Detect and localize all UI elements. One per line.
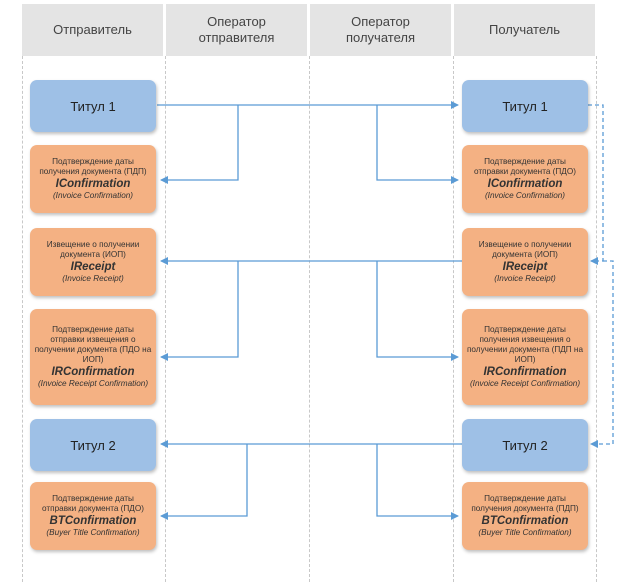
lane-header-label: Отправитель <box>53 22 132 37</box>
titul2-sender-box: Титул 2 <box>30 419 156 471</box>
lane-header-receiver-operator: Оператор получателя <box>310 4 451 56</box>
titul2-receiver-label: Титул 2 <box>502 437 548 453</box>
lane-header-label: Оператор отправителя <box>198 14 275 45</box>
lane-header-label: Оператор получателя <box>345 14 416 45</box>
flow-receiver-iop-to-titul2 <box>590 260 614 448</box>
lane-header-label: Получатель <box>488 22 561 37</box>
titul1-sender-box: Титул 1 <box>30 80 156 132</box>
lane-header-sender: Отправитель <box>22 4 163 56</box>
pdo-receiver-full: (Invoice Confirmation) <box>484 191 566 200</box>
flow-pdo-bt-to-sender <box>160 444 248 520</box>
flow-pdp-iop-to-receiver <box>376 261 459 361</box>
lane-divider <box>309 56 310 582</box>
pdp-iop-receiver-box: Подтверждение даты получения извещения о… <box>462 309 588 405</box>
pdp-bt-receiver-text: Подтверждение даты получения документа (… <box>471 494 579 513</box>
iop-receiver-full: (Invoice Receipt) <box>494 274 556 283</box>
lane-divider <box>453 56 454 582</box>
pdo-iop-sender-full: (Invoice Receipt Confirmation) <box>37 379 149 388</box>
pdo-iop-sender-box: Подтверждение даты отправки извещения о … <box>30 309 156 405</box>
lane-divider <box>596 56 597 582</box>
pdo-receiver-box: Подтверждение даты отправки документа (П… <box>462 145 588 213</box>
pdo-iop-sender-name: IRConfirmation <box>51 366 135 378</box>
lane-header-sender-operator: Оператор отправителя <box>166 4 307 56</box>
pdp-iop-receiver-text: Подтверждение даты получения извещения о… <box>466 325 584 364</box>
pdp-bt-receiver-full: (Buyer Title Confirmation) <box>478 528 572 537</box>
titul2-receiver-box: Титул 2 <box>462 419 588 471</box>
pdp-sender-name: IConfirmation <box>55 178 131 190</box>
titul1-receiver-label: Титул 1 <box>502 98 548 114</box>
iop-sender-box: Извещение о получении документа (ИОП) IR… <box>30 228 156 296</box>
pdo-receiver-name: IConfirmation <box>487 178 563 190</box>
pdo-bt-sender-box: Подтверждение даты отправки документа (П… <box>30 482 156 550</box>
pdp-sender-box: Подтверждение даты получения документа (… <box>30 145 156 213</box>
lane-header-receiver: Получатель <box>454 4 595 56</box>
iop-sender-full: (Invoice Receipt) <box>62 274 124 283</box>
lane-divider <box>165 56 166 582</box>
titul1-receiver-box: Титул 1 <box>462 80 588 132</box>
pdo-bt-sender-name: BTConfirmation <box>49 515 137 527</box>
pdo-bt-sender-full: (Buyer Title Confirmation) <box>46 528 140 537</box>
pdo-iop-sender-text: Подтверждение даты отправки извещения о … <box>34 325 152 364</box>
iop-receiver-box: Извещение о получении документа (ИОП) IR… <box>462 228 588 296</box>
iop-receiver-name: IReceipt <box>502 261 548 273</box>
flow-pdo-iop-to-sender <box>160 261 239 361</box>
iop-sender-name: IReceipt <box>70 261 116 273</box>
pdp-sender-full: (Invoice Confirmation) <box>52 191 134 200</box>
flow-pdp-bt-to-receiver <box>376 444 459 520</box>
titul2-sender-label: Титул 2 <box>70 437 116 453</box>
lane-divider <box>22 56 23 582</box>
pdo-bt-sender-text: Подтверждение даты отправки документа (П… <box>42 494 144 513</box>
iop-receiver-text: Извещение о получении документа (ИОП) <box>478 240 572 259</box>
iop-sender-text: Извещение о получении документа (ИОП) <box>46 240 140 259</box>
pdp-sender-text: Подтверждение даты получения документа (… <box>39 157 147 176</box>
flow-pdp-to-sender <box>160 105 239 184</box>
pdp-iop-receiver-name: IRConfirmation <box>483 366 567 378</box>
pdp-iop-receiver-full: (Invoice Receipt Confirmation) <box>469 379 581 388</box>
pdp-bt-receiver-box: Подтверждение даты получения документа (… <box>462 482 588 550</box>
flow-pdo-to-receiver <box>376 105 459 184</box>
titul1-sender-label: Титул 1 <box>70 98 116 114</box>
flow-receiver-titul1-to-iop <box>588 104 604 265</box>
pdp-bt-receiver-name: BTConfirmation <box>481 515 569 527</box>
pdo-receiver-text: Подтверждение даты отправки документа (П… <box>474 157 576 176</box>
